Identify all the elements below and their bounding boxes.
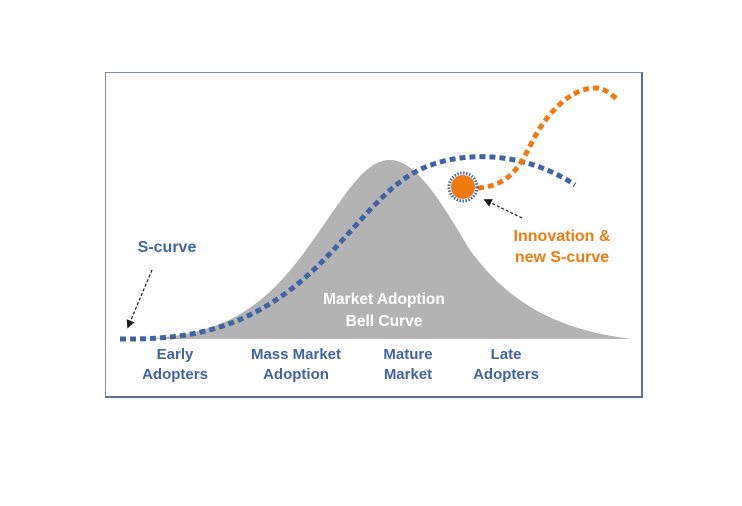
stage-early-line2: Adopters [142, 366, 208, 383]
bell-curve-label-line1: Market Adoption [323, 291, 445, 308]
orange-spiky-dot-icon [447, 171, 479, 203]
s-curve-label: S-curve [138, 239, 197, 256]
stage-mature-line2: Market [384, 366, 432, 383]
s-curve-pointer-arrow [126, 269, 153, 329]
s-curve-line [119, 154, 577, 342]
innovation-label-line2: new S-curve [515, 249, 609, 266]
stage-early-line1: Early [157, 346, 194, 363]
stage-mature-line1: Mature [383, 346, 432, 363]
stage-late-line1: Late [491, 346, 522, 363]
innovation-label-line1: Innovation & [514, 228, 611, 245]
innovation-pointer-arrow [483, 199, 523, 219]
stage-mass-line1: Mass Market [251, 346, 341, 363]
bell-curve-label-line2: Bell Curve [346, 313, 423, 330]
market-adoption-bell-curve [140, 159, 632, 339]
stage-mass-line2: Adoption [263, 366, 329, 383]
new-s-curve-line [477, 85, 620, 191]
stage-late-line2: Adopters [473, 366, 539, 383]
